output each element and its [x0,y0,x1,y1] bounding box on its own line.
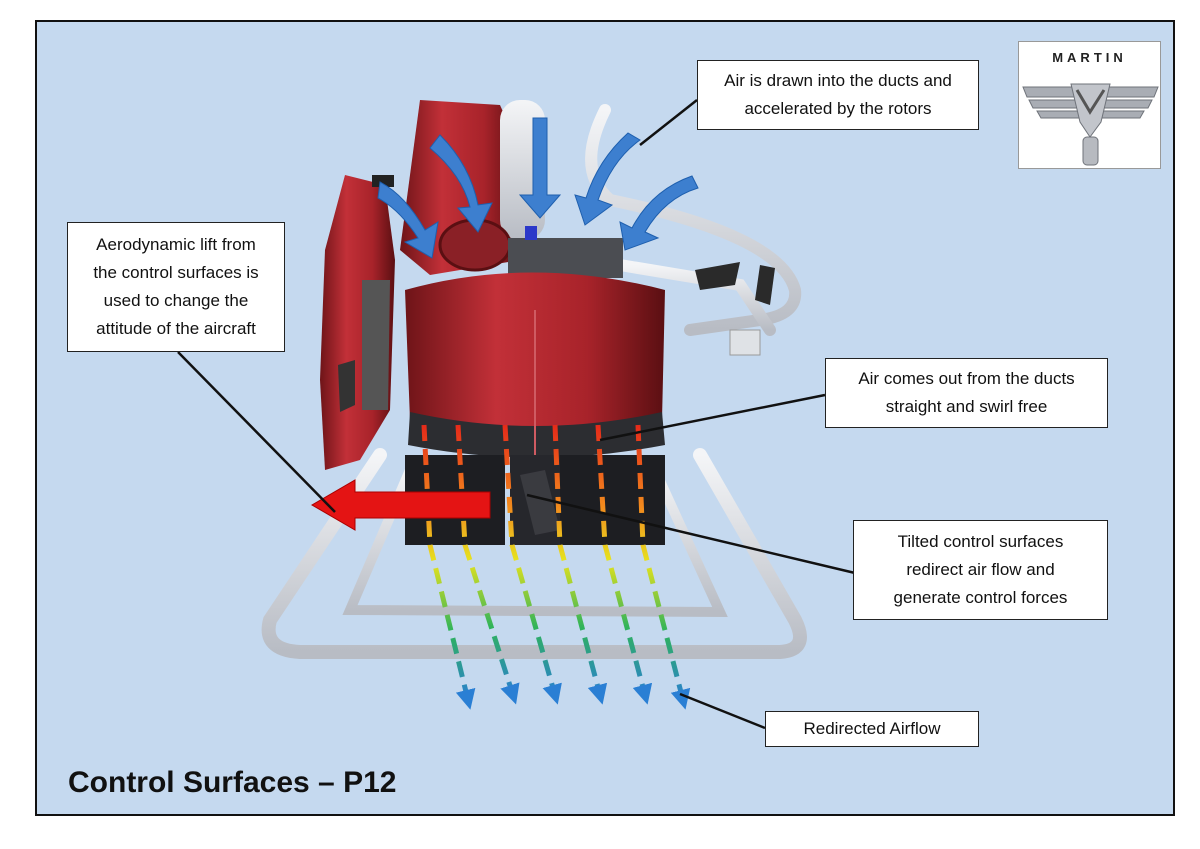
air-intake-arrows [377,117,699,259]
control-handles [695,262,775,356]
control-vanes [405,455,665,545]
martin-logo: MARTIN [1018,41,1161,169]
side-panel-window [338,360,355,412]
side-strut [362,280,390,410]
callout-air-out: Air comes out from the ducts straight an… [825,358,1108,428]
engine-block-cap [525,226,537,240]
side-handle [372,175,394,187]
engine-block [508,238,623,278]
redirected-flow-lines [421,424,691,710]
callout-air-intake: Air is drawn into the ducts and accelera… [697,60,979,130]
callout-aero-lift-text: Aerodynamic lift from the control surfac… [93,235,259,338]
logo-brand-text: MARTIN [1052,50,1127,65]
callout-leaders [177,99,856,730]
page-title: Control Surfaces – P12 [68,766,397,799]
lift-force-arrow [311,479,491,531]
pilot-frame [585,104,802,336]
callout-redirected-airflow: Redirected Airflow [765,711,979,747]
duct-lower-ring [408,412,665,458]
callout-redirected-airflow-text: Redirected Airflow [803,719,941,738]
callout-tilted-surfaces-text: Tilted control surfaces redirect air flo… [893,532,1068,607]
callout-tilted-surfaces: Tilted control surfaces redirect air flo… [853,520,1108,620]
callout-air-out-text: Air comes out from the ducts straight an… [858,369,1075,416]
logo-wings-icon [1022,83,1159,166]
landing-frame [261,448,807,659]
callout-aero-lift: Aerodynamic lift from the control surfac… [67,222,285,352]
callout-air-intake-text: Air is drawn into the ducts and accelera… [724,71,952,118]
